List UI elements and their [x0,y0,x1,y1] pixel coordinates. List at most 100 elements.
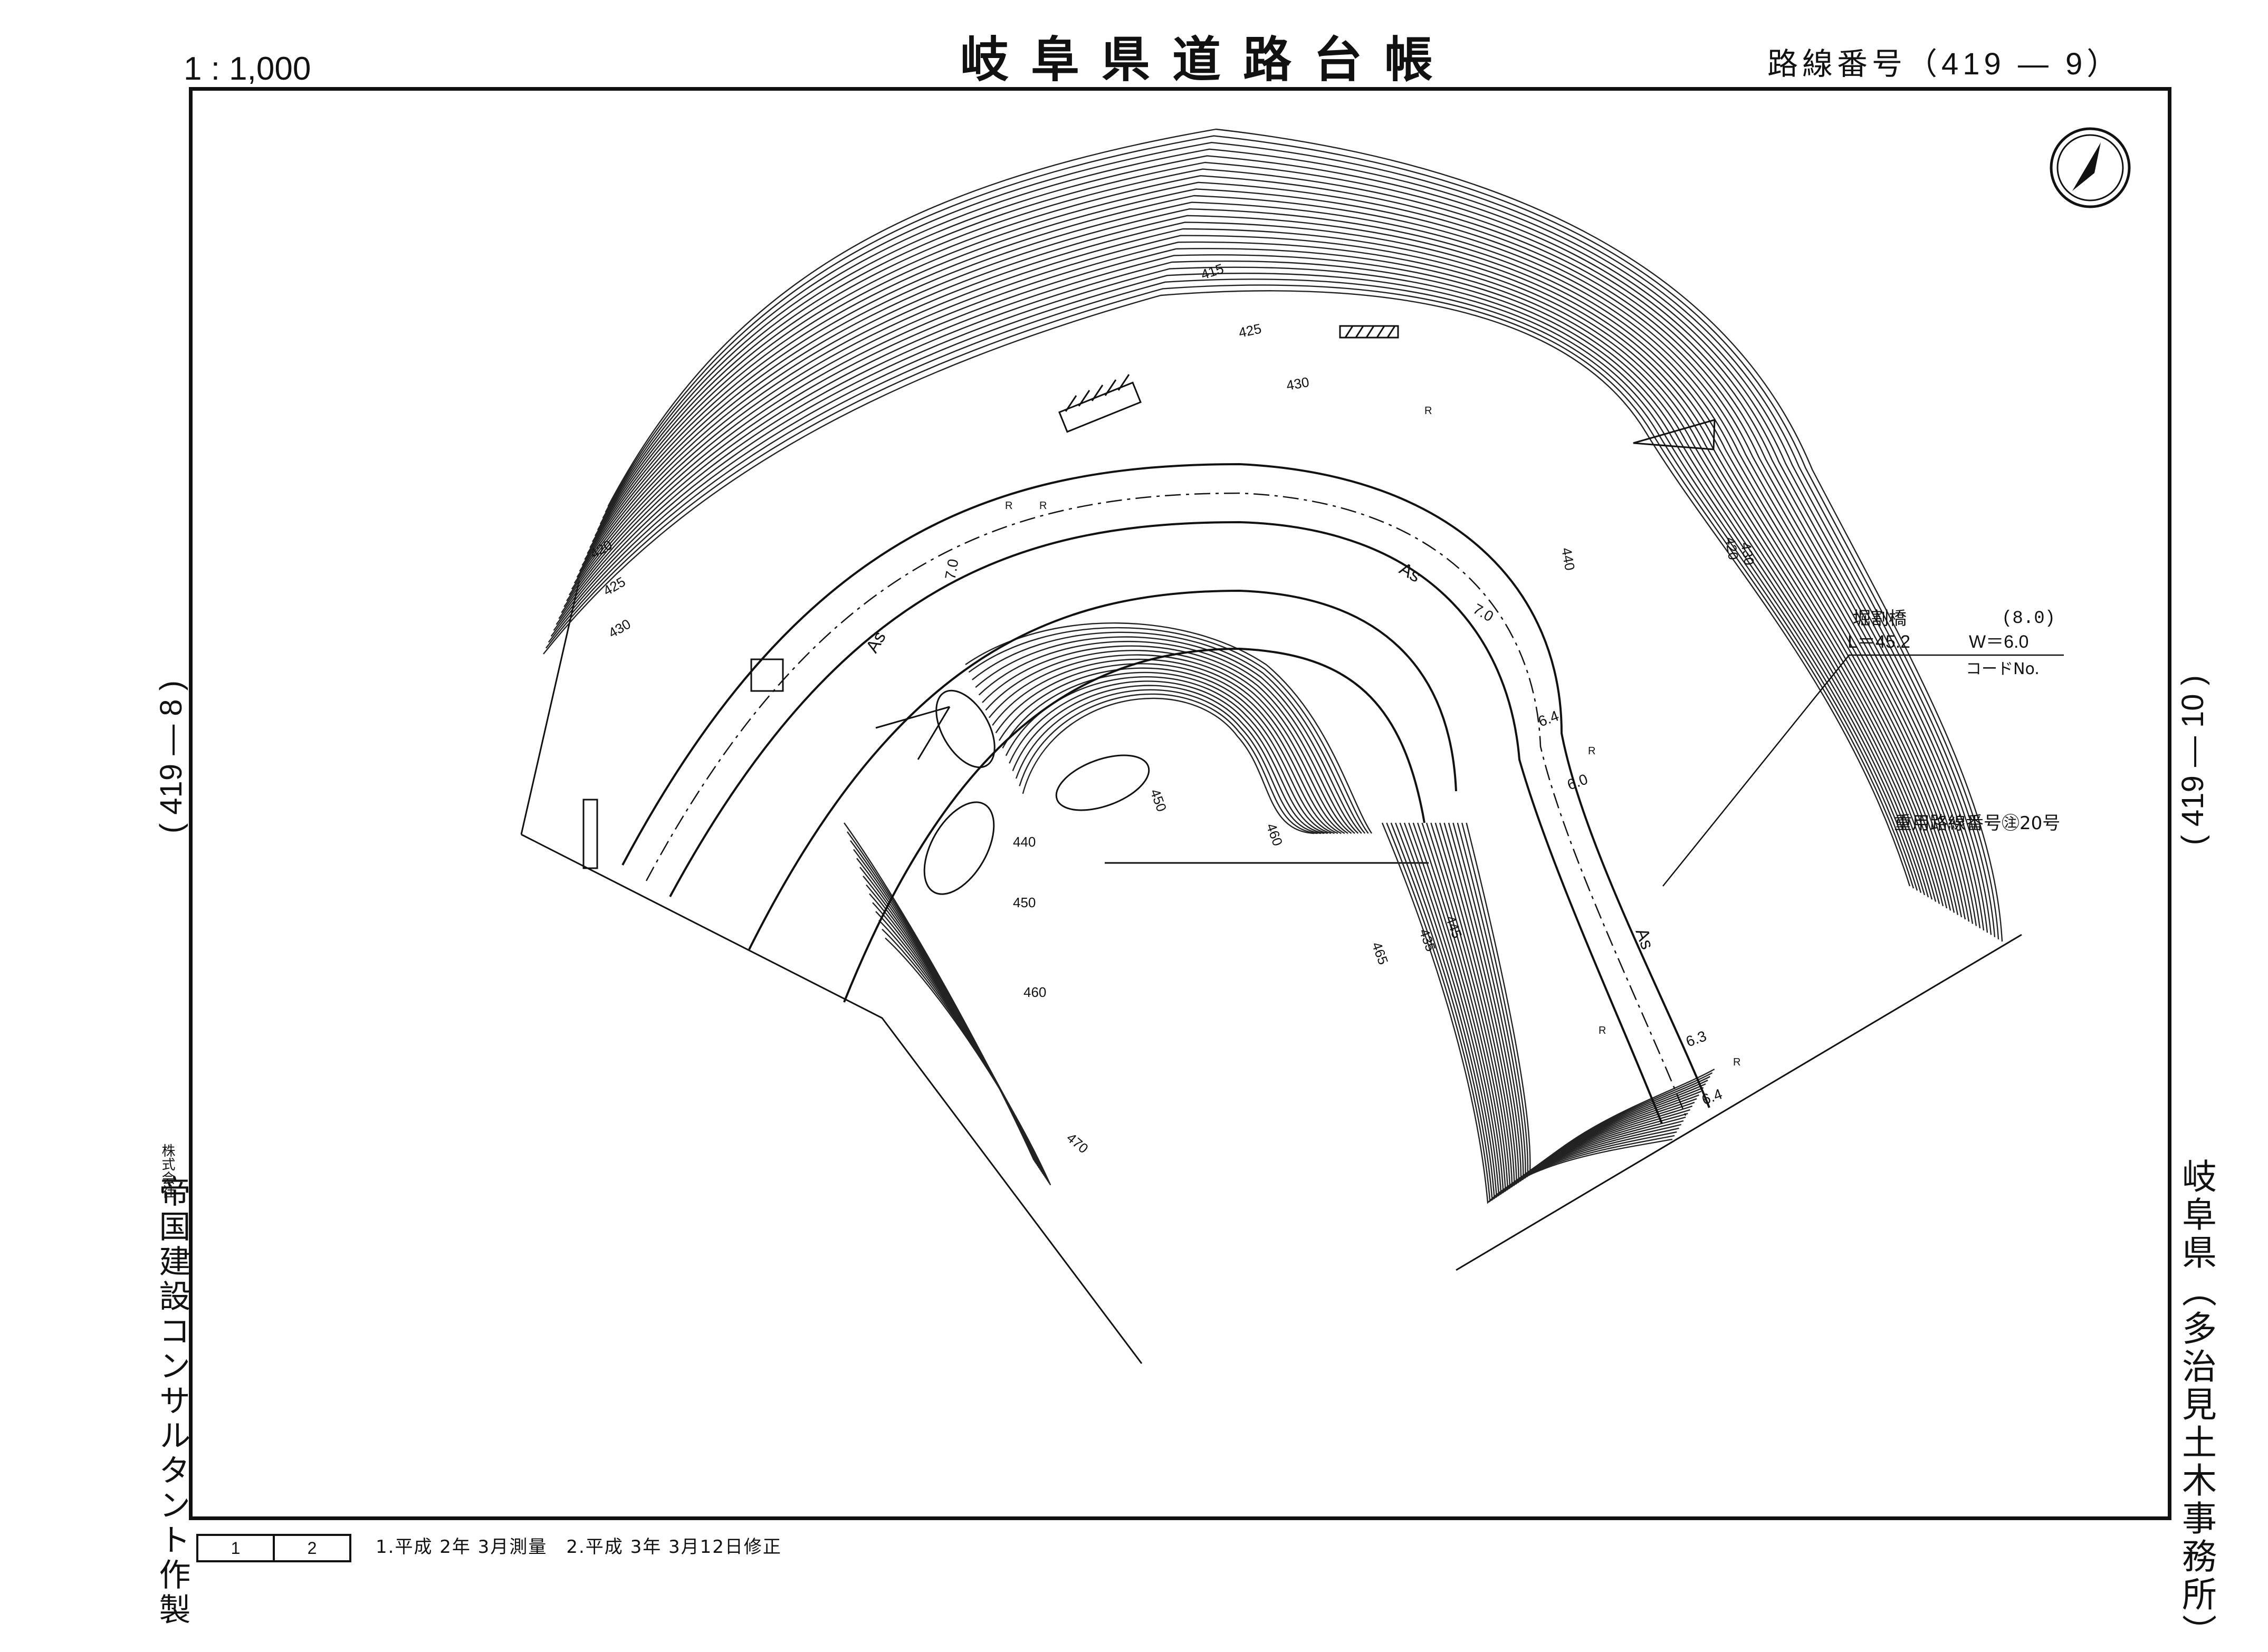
contour-line [545,284,1915,889]
r-mark: R [1005,500,1012,512]
contour-line [1439,822,1702,1185]
contour-line [1452,822,1708,1181]
road-width-label: 7.0 [942,558,961,581]
contour-line [1386,822,1675,1203]
contour-label: 450 [1013,895,1036,910]
contour-line [607,128,2003,942]
road-width-label: 6.4 [1699,1086,1724,1108]
office-name: 岐阜県（多治見土木事務所） [2176,1158,2217,1652]
contour-line [992,658,1345,834]
contour-label: 450 [1147,787,1170,814]
company-name: 帝国建設コンサルタント作製 [154,1175,190,1628]
hatched-structures [582,325,1399,869]
contour-label: 460 [1023,984,1046,1000]
contour-line [558,254,1933,900]
sheet-number-box: 1 2 [196,1534,351,1562]
pavement-label: As [1631,926,1657,952]
contour-line [573,215,1955,913]
contour-line [875,911,1048,1180]
contour-line [863,876,1042,1173]
contour-line [592,168,1981,928]
contour-line [878,919,1049,1182]
contour-line [556,260,1929,898]
contour-line [1399,822,1682,1198]
contour-lines-north [543,128,2003,942]
contour-lines-knoll [965,622,1372,834]
contour-line [1434,822,1699,1187]
adjacent-route-left: ( 419 ― 8 ) [154,680,188,834]
bridge-length: L＝45.2 [1848,632,1911,652]
contour-line [1417,822,1690,1193]
r-mark: R [1599,1025,1606,1036]
contour-line [1443,822,1704,1184]
road-width-label: 6.0 [1565,771,1590,793]
contour-line [1461,822,1713,1178]
bridge-width: W＝6.0 [1969,632,2029,652]
contour-line [563,241,1940,904]
contour-line [602,141,1996,937]
page-title: 岐阜県道路台帳 [960,32,1456,88]
contour-line [543,290,1911,887]
contour-line [1012,685,1325,834]
contour-line [589,175,1977,926]
contour-line [1002,671,1335,834]
contour-line [1381,822,1673,1204]
road-edges [621,463,1710,1124]
route-number: 路線番号（419 ― 9） [1767,49,2121,80]
contour-line [978,640,1359,834]
contour-line [995,663,1342,834]
adjacent-route-right: ( 419 ― 10 ) [2176,675,2210,846]
route-number-value: 419 ― 9 [1941,47,2087,81]
contour-line [1466,822,1715,1176]
contour-line [597,155,1988,933]
contour-label: 430 [1285,374,1310,393]
map-frame [189,87,2171,1520]
bridge-note: (8.0) [2002,609,2056,629]
contour-line [594,161,1985,931]
contour-line [859,867,1041,1170]
contour-line [1430,822,1697,1188]
north-arrow-icon [2050,127,2131,208]
contour-line [1015,689,1322,834]
contour-line [885,937,1051,1186]
contour-label: 440 [1013,834,1036,850]
road-width-label: 6.4 [1536,707,1561,729]
contour-line [584,188,1970,922]
contour-line [856,858,1040,1168]
contour-line [1421,822,1693,1191]
contour-line [1448,822,1706,1182]
r-mark: R [1039,500,1047,512]
contour-line [968,627,1369,834]
contour-line [1425,822,1695,1189]
contour-line [571,222,1951,911]
contour-lines-east [844,822,1715,1204]
survey-boundary [520,580,2022,1364]
contour-label: 435 [1416,927,1439,954]
contour-line [1403,822,1684,1197]
contour-label: 460 [1263,821,1286,848]
r-mark: R [1424,405,1432,417]
contour-line [998,667,1338,834]
bridge-name: 堀割橋 [1853,608,1907,629]
company-type: 株式会社 [159,1144,175,1198]
sheet-cell-1: 1 [231,1538,241,1558]
contour-line [599,148,1992,935]
contour-line [576,208,1959,915]
contour-line [988,654,1348,834]
ridge-marker [1633,418,1716,450]
contour-label: 440 [1558,546,1578,572]
contour-line [561,248,1937,902]
duplicate-route-label: 重用路線番号㊟20号 [1894,813,2061,834]
contour-line [1395,822,1679,1200]
contour-line [972,631,1366,834]
contour-label: 420 [1722,536,1741,561]
contour-line [587,181,1974,924]
contour-label: 425 [1237,321,1263,341]
contour-line [553,266,1926,896]
contour-line [605,135,1999,939]
contour-line [975,636,1362,834]
contour-line [569,228,1948,909]
sheet-cell-2: 2 [273,1536,349,1560]
contour-line [1022,697,1315,834]
